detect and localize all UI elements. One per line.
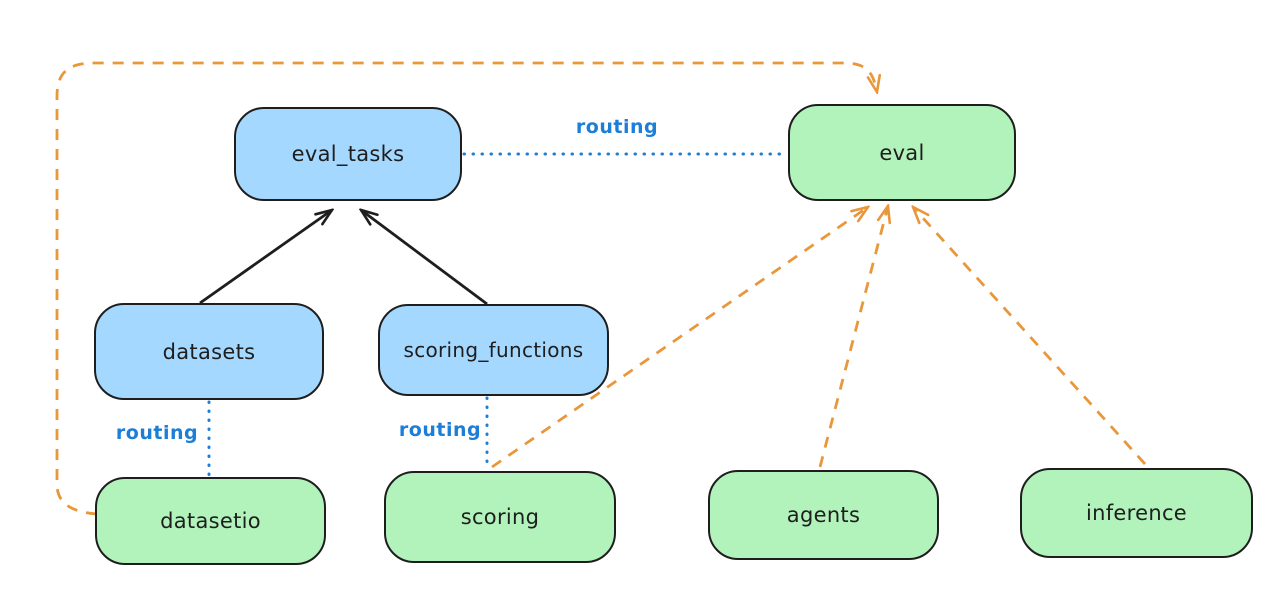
edge-agents-to-eval: [818, 206, 888, 468]
node-scoring: scoring: [384, 471, 616, 563]
node-scoring-functions: scoring_functions: [378, 304, 609, 396]
node-scoring-functions-label: scoring_functions: [403, 338, 584, 362]
routing-label-scoring-functions-scoring: routing: [398, 419, 482, 441]
node-eval-label: eval: [879, 140, 925, 165]
node-eval: eval: [788, 104, 1016, 201]
node-inference-label: inference: [1085, 501, 1188, 525]
node-eval-tasks: eval_tasks: [234, 107, 462, 201]
node-eval-tasks-label: eval_tasks: [291, 142, 405, 166]
node-inference: inference: [1020, 468, 1253, 558]
node-datasetio-label: datasetio: [160, 509, 261, 533]
edge-scoring-functions-to-eval-tasks: [361, 210, 488, 306]
routing-label-datasets-datasetio: routing: [115, 422, 199, 444]
node-agents: agents: [708, 470, 939, 560]
node-scoring-label: scoring: [460, 505, 540, 529]
node-datasets: datasets: [94, 303, 324, 400]
node-datasetio: datasetio: [95, 477, 326, 565]
routing-label-eval-tasks-eval: routing: [575, 116, 659, 138]
edge-scoring-to-eval: [491, 207, 868, 469]
node-agents-label: agents: [786, 503, 861, 527]
edge-datasets-to-eval-tasks: [199, 210, 332, 305]
node-datasets-label: datasets: [162, 339, 256, 364]
edge-inference-to-eval: [913, 207, 1147, 465]
